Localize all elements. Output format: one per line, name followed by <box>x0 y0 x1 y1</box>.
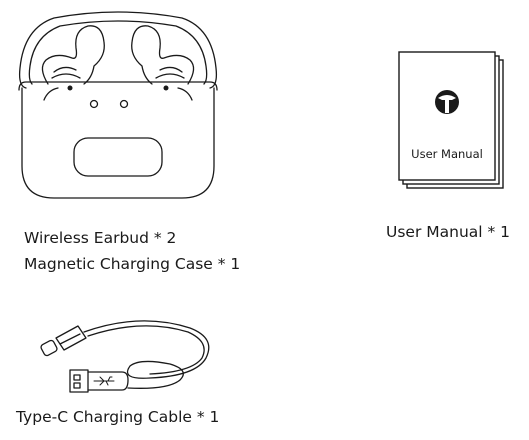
cable-item-caption: Type-C Charging Cable * 1 <box>16 408 220 426</box>
case-quantity-line: Magnetic Charging Case * 1 <box>24 255 241 273</box>
manual-cover-label: User Manual <box>411 147 483 161</box>
user-manual-illustration: User Manual <box>397 48 507 190</box>
case-item-caption: Wireless Earbud * 2 Magnetic Charging Ca… <box>24 225 240 277</box>
charging-cable-illustration <box>30 318 220 398</box>
earbuds-case-illustration <box>14 8 222 204</box>
manual-item-caption: User Manual * 1 <box>386 223 511 241</box>
earbud-quantity-line: Wireless Earbud * 2 <box>24 229 177 247</box>
